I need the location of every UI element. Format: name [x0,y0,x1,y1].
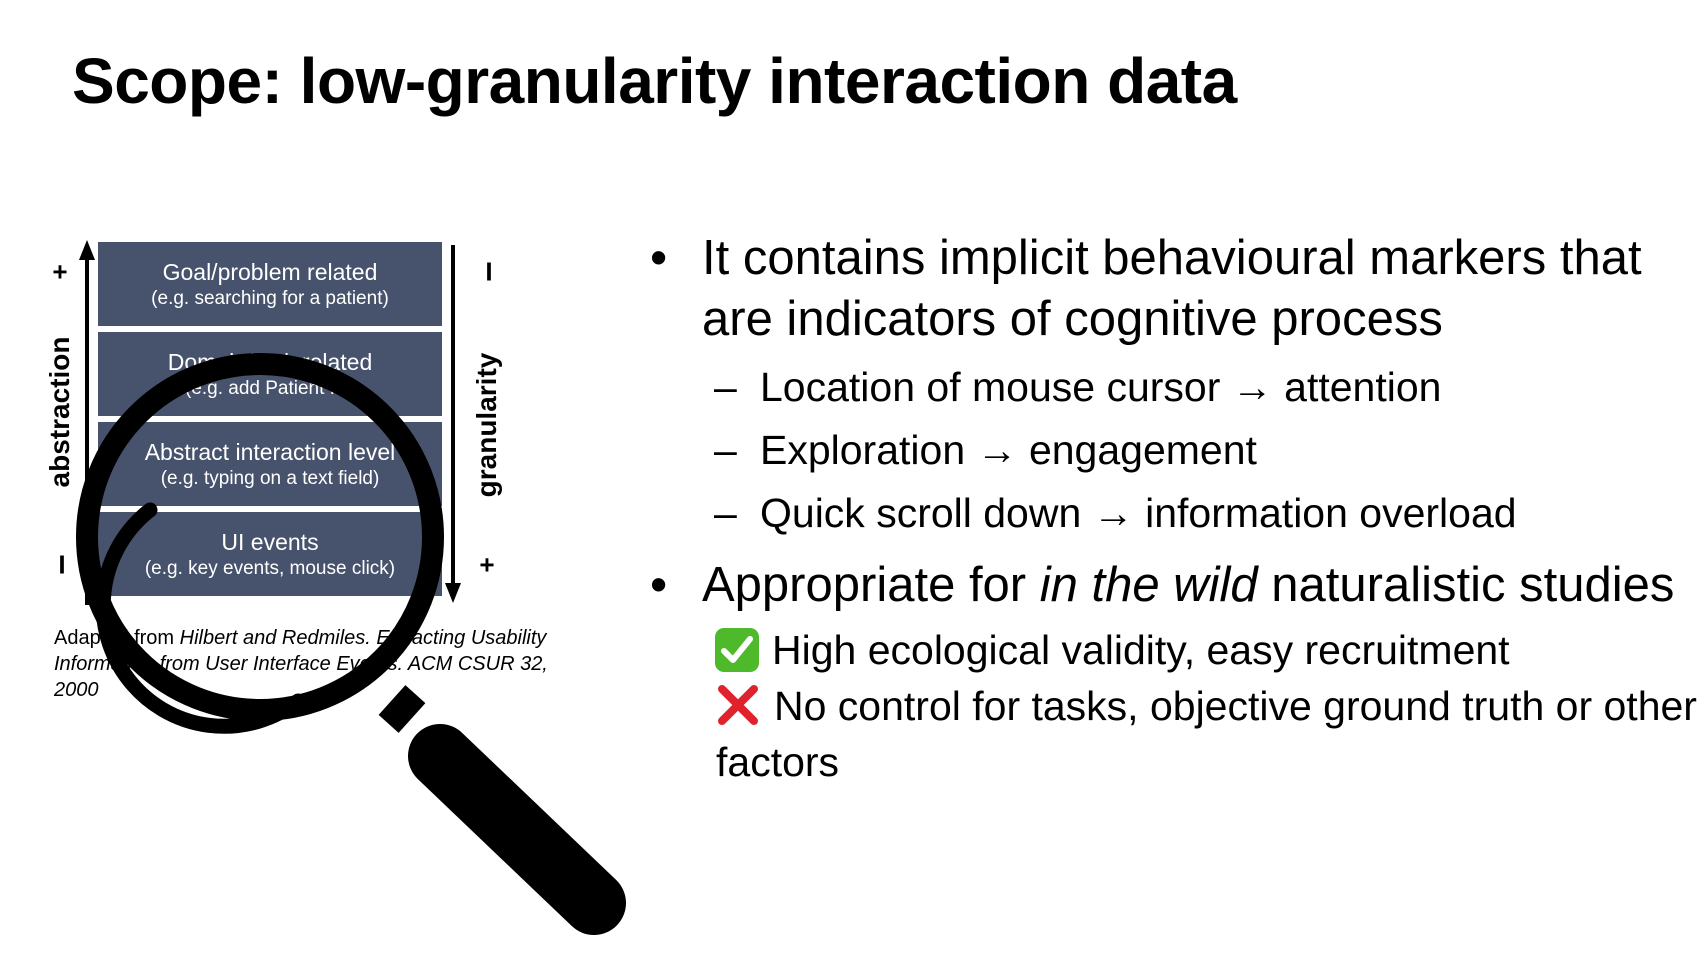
con-item: No control for tasks, objective ground t… [650,678,1700,790]
level-label: Abstract interaction level [144,439,396,465]
arrow-icon: → [976,427,1018,473]
arrow-icon: → [1092,490,1134,536]
level-example: (e.g. searching for a patient) [151,288,389,309]
abstraction-granularity-diagram: Goal/problem related (e.g. searching for… [0,0,640,960]
bullet-text-post: naturalistic studies [1257,558,1675,612]
sub-bullet-dash: – [714,427,737,473]
level-abstract-interaction: Abstract interaction level (e.g. typing … [98,422,442,506]
sub-bullet-effect: information overload [1145,490,1517,536]
sub-bullet-cause: Location of mouse cursor [760,364,1221,410]
granularity-low-symbol: I [485,256,493,287]
abstraction-axis-arrowhead [79,240,95,260]
bullet-dot: • [650,558,668,612]
check-mark-icon [715,628,759,672]
figure-caption: Adapted from Hilbert and Redmiles. Extra… [54,625,574,703]
level-label: UI events [221,529,319,555]
con-text: No control for tasks, objective ground t… [716,683,1697,785]
pro-item: High ecological validity, easy recruitme… [650,622,1700,678]
sub-bullet-dash: – [714,364,737,410]
granularity-axis-arrowhead [445,583,461,603]
arrow-icon: → [1231,364,1273,410]
sub-bullet-exploration: – Exploration → engagement [650,419,1700,482]
bullet-in-the-wild: • Appropriate for in the wild naturalist… [650,555,1700,616]
sub-bullet-cause: Exploration [760,427,966,473]
pro-text: High ecological validity, easy recruitme… [772,627,1510,673]
sub-bullet-cause: Quick scroll down [760,490,1082,536]
bullet-dot: • [650,231,668,285]
bullet-text-emphasis: in the wild [1039,558,1258,612]
slide-title: Scope: low-granularity interaction data [72,45,1237,117]
magnifying-glass-icon [76,353,626,935]
caption-citation: Hilbert and Redmiles. Extracting Usabili… [54,627,548,701]
cross-mark-icon [718,685,758,725]
sub-bullet-group: – Location of mouse cursor → attention –… [650,356,1700,545]
level-goal: Goal/problem related (e.g. searching for… [98,242,442,326]
abstraction-low-symbol: I [58,549,66,580]
level-label: Goal/problem related [162,259,378,285]
bullet-text: It contains implicit behavioural markers… [702,231,1642,346]
sub-bullet-mouse-cursor: – Location of mouse cursor → attention [650,356,1700,419]
granularity-high-symbol: + [479,549,495,580]
sub-bullet-effect: attention [1284,364,1442,410]
bullet-text-pre: Appropriate for [702,558,1040,612]
level-ui-events: UI events (e.g. key events, mouse click) [98,512,442,596]
bullet-list: • It contains implicit behavioural marke… [650,228,1700,790]
abstraction-high-symbol: + [52,256,68,287]
level-example: (e.g. key events, mouse click) [144,558,396,579]
sub-bullet-effect: engagement [1028,427,1257,473]
sub-bullet-quick-scroll: – Quick scroll down → information overlo… [650,482,1700,545]
sub-bullet-dash: – [714,490,737,536]
bullet-implicit-markers: • It contains implicit behavioural marke… [650,228,1700,350]
level-example: (e.g. typing on a text field) [160,468,380,489]
